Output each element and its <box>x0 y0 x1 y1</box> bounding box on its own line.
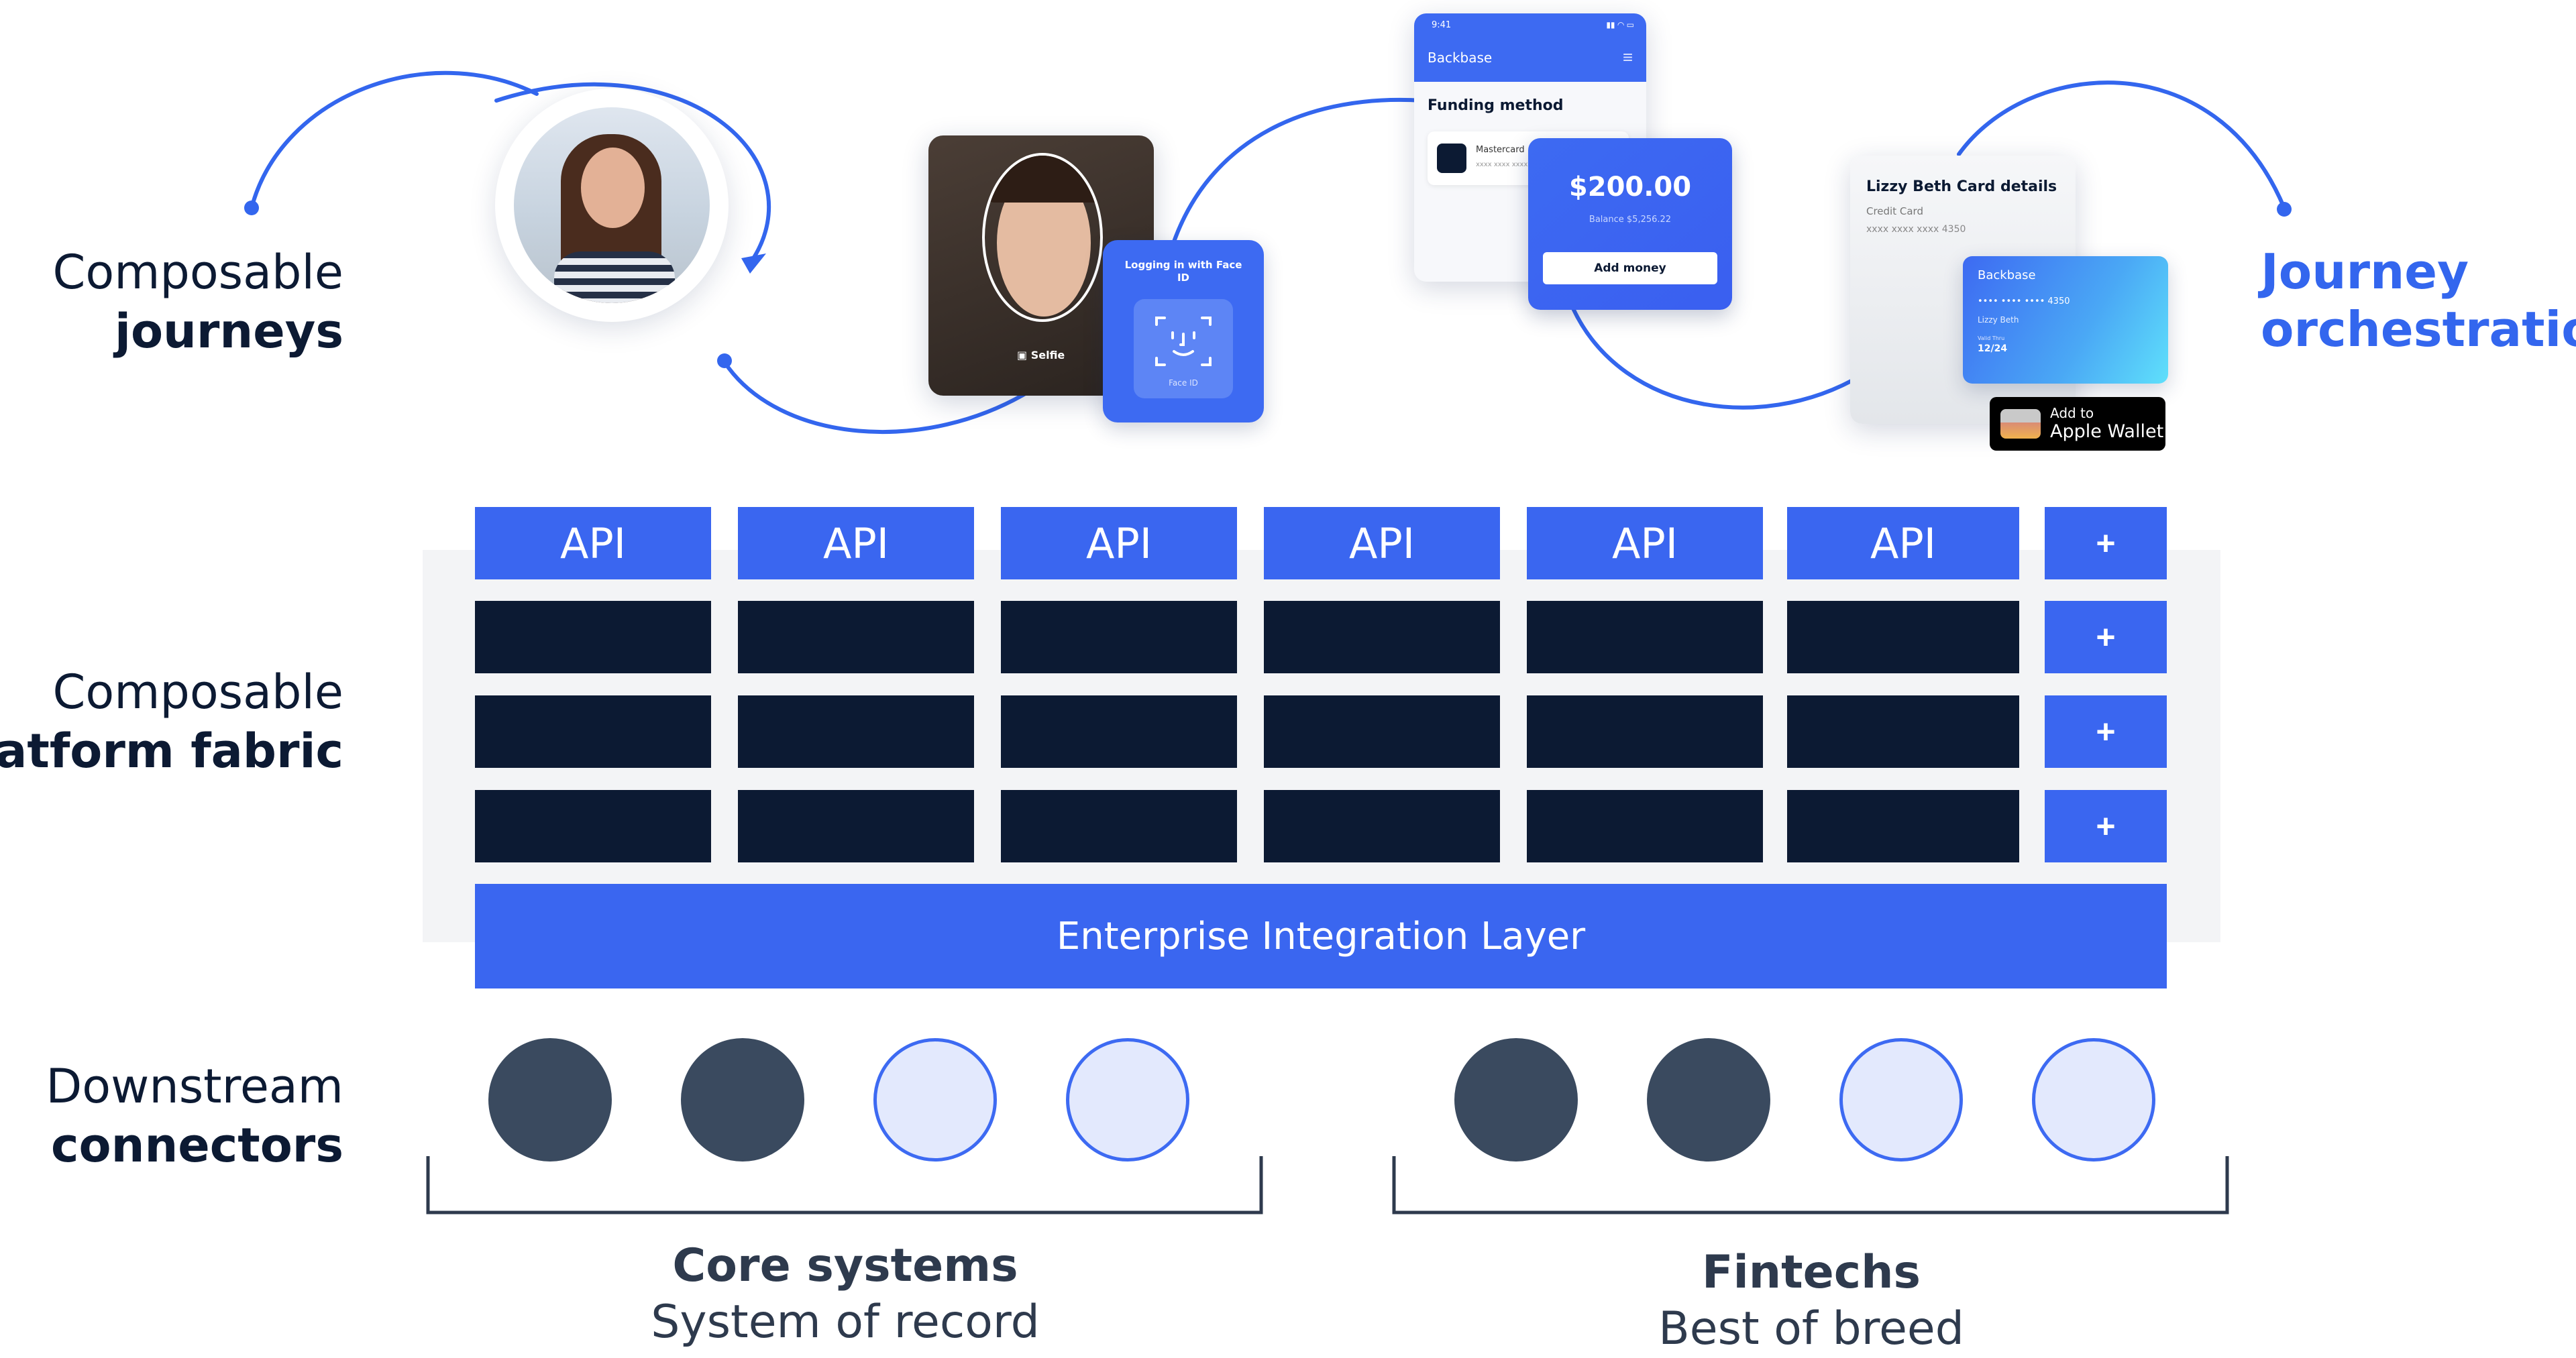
api-block: API <box>738 507 974 579</box>
fabric-block <box>738 601 974 673</box>
fabric-block <box>1527 790 1763 862</box>
wallet-line2: Apple Wallet <box>2050 421 2164 442</box>
api-block: API <box>1527 507 1763 579</box>
add-money-card: $200.00 Balance $5,256.22 Add money <box>1528 138 1732 310</box>
core-systems-title: Core systems System of record <box>651 1239 1040 1349</box>
core-systems-bracket <box>426 1156 1263 1214</box>
add-block-button[interactable]: + <box>2045 790 2167 862</box>
fabric-block <box>738 790 974 862</box>
card-icon <box>1437 144 1466 173</box>
core-connector <box>488 1038 612 1162</box>
face-id-icon <box>1155 317 1212 366</box>
phone-status-icons: ▮▮ ◠ ▭ <box>1606 20 1634 30</box>
journey-arcs <box>244 70 2292 434</box>
funding-card-name: Mastercard <box>1476 145 1525 155</box>
funding-method-heading: Funding method <box>1428 97 1564 114</box>
selfie-icon: ▣ <box>1017 349 1028 361</box>
fabric-block <box>1264 601 1500 673</box>
api-block: API <box>1264 507 1500 579</box>
add-money-button[interactable]: Add money <box>1543 252 1717 284</box>
menu-icon[interactable]: ≡ <box>1622 47 1633 67</box>
fabric-block <box>475 790 711 862</box>
enterprise-integration-layer: Enterprise Integration Layer <box>475 884 2167 988</box>
fintech-connector <box>2032 1038 2155 1162</box>
fabric-block <box>1001 790 1237 862</box>
fabric-block <box>1527 695 1763 768</box>
core-connector <box>681 1038 804 1162</box>
faceid-login-text: Logging in with Face ID <box>1124 259 1242 284</box>
fabric-block <box>1001 601 1237 673</box>
fabric-block <box>1001 695 1237 768</box>
card-details-masked: xxxx xxxx xxxx 4350 <box>1866 224 1966 235</box>
fintech-connector <box>1647 1038 1770 1162</box>
phone-app-name: Backbase <box>1428 50 1493 66</box>
core-connector <box>1066 1038 1189 1162</box>
fintech-connector <box>1839 1038 1963 1162</box>
customer-portrait <box>495 89 729 322</box>
faceid-card: Logging in with Face ID Face ID <box>1103 240 1264 422</box>
faceid-box: Face ID <box>1134 299 1233 398</box>
api-block: API <box>1787 507 2019 579</box>
add-block-button[interactable]: + <box>2045 601 2167 673</box>
credit-card-bank: Backbase <box>1978 268 2036 282</box>
core-connector <box>873 1038 997 1162</box>
fintechs-title: Fintechs Best of breed <box>1658 1246 1964 1355</box>
fabric-block <box>1527 601 1763 673</box>
card-details-subtitle: Credit Card <box>1866 205 1923 217</box>
funding-amount: $200.00 <box>1568 172 1692 203</box>
fabric-block <box>1787 695 2019 768</box>
api-block: API <box>475 507 711 579</box>
fabric-block <box>475 695 711 768</box>
apple-wallet-button[interactable]: Add to Apple Wallet <box>1990 397 2165 451</box>
funding-card-number: xxxx xxxx xxxx 4 <box>1476 161 1534 168</box>
add-block-button[interactable]: + <box>2045 695 2167 768</box>
fabric-block <box>738 695 974 768</box>
fintechs-bracket <box>1392 1156 2229 1214</box>
credit-card-number: •••• •••• •••• 4350 <box>1978 296 2070 306</box>
faceid-caption: Face ID <box>1169 378 1198 388</box>
fabric-block <box>1264 695 1500 768</box>
wallet-line1: Add to <box>2050 405 2094 421</box>
api-block: API <box>1001 507 1237 579</box>
platform-fabric-label: Composable platform fabric <box>0 665 343 779</box>
wallet-icon <box>2000 409 2041 439</box>
downstream-connectors-label: Downstream connectors <box>46 1059 343 1173</box>
credit-card-holder: Lizzy Beth <box>1978 315 2019 325</box>
fabric-block <box>1787 790 2019 862</box>
credit-card-expiry: 12/24 <box>1978 343 2008 354</box>
composable-journeys-label: Composable journeys <box>52 245 343 359</box>
card-details-title: Lizzy Beth Card details <box>1866 178 2057 195</box>
fintech-connector <box>1454 1038 1578 1162</box>
fabric-block <box>1787 601 2019 673</box>
phone-time: 9:41 <box>1432 20 1452 30</box>
credit-card: Backbase •••• •••• •••• 4350 Lizzy Beth … <box>1963 256 2168 384</box>
credit-card-valid-label: Valid Thru <box>1978 335 2005 341</box>
journey-orchestration-label: Journey orchestration <box>2261 243 2576 357</box>
funding-balance: Balance $5,256.22 <box>1589 215 1672 225</box>
fabric-block <box>1264 790 1500 862</box>
selfie-label: Selfie <box>1030 349 1065 361</box>
fabric-block <box>475 601 711 673</box>
add-api-button[interactable]: + <box>2045 507 2167 579</box>
